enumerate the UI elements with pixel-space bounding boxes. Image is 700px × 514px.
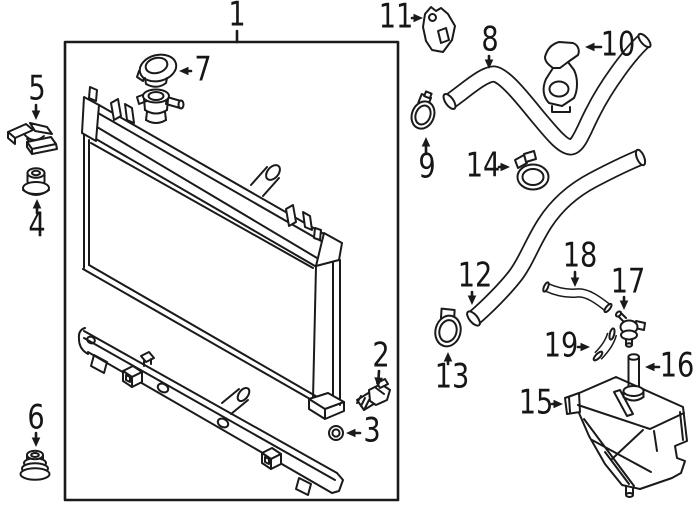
callout-arrowhead-18	[570, 277, 580, 287]
callout-label-1[interactable]: 1	[228, 0, 246, 35]
callout-label-19[interactable]: 19	[543, 325, 579, 366]
callout-label-7[interactable]: 7	[194, 49, 212, 90]
callout-arrowhead-4	[32, 199, 42, 209]
callout-label-4[interactable]: 4	[28, 205, 46, 246]
mount-grommet-lower-illustration	[19, 449, 51, 481]
callout-label-3[interactable]: 3	[363, 410, 381, 451]
callout-label-14[interactable]: 14	[465, 145, 501, 186]
callout-label-5[interactable]: 5	[28, 68, 46, 109]
callout-arrowhead-10	[585, 42, 595, 52]
hose-bracket-illustration	[542, 41, 580, 113]
callout-arrowhead-19	[580, 342, 590, 352]
callout-label-2[interactable]: 2	[372, 335, 390, 376]
callout-label-11[interactable]: 11	[378, 0, 414, 37]
hose-clamp-14-illustration	[514, 150, 550, 191]
callout-arrowhead-11	[413, 13, 423, 23]
callout-label-10[interactable]: 10	[600, 24, 636, 65]
hose-clamp-13-illustration	[434, 307, 462, 348]
callout-label-12[interactable]: 12	[457, 255, 493, 296]
callout-label-17[interactable]: 17	[610, 261, 646, 302]
callout-arrowhead-7	[179, 66, 189, 76]
radiator-cap-illustration	[136, 53, 178, 88]
radiator-illustration	[77, 86, 345, 496]
bracket-clip-illustration	[7, 122, 58, 155]
callout-label-15[interactable]: 15	[518, 382, 554, 423]
callout-arrowhead-13	[443, 352, 453, 362]
callout-label-9[interactable]: 9	[418, 146, 436, 187]
drain-plug-illustration	[356, 378, 391, 411]
callout-arrowhead-16	[645, 362, 655, 372]
callout-arrowhead-9	[421, 137, 431, 147]
callout-arrowhead-8	[484, 59, 494, 69]
callout-label-16[interactable]: 16	[659, 345, 695, 386]
callout-arrowhead-14	[500, 162, 510, 172]
callout-label-13[interactable]: 13	[434, 356, 470, 397]
callout-arrows	[31, 13, 661, 447]
o-ring-illustration	[328, 425, 344, 441]
joint-connector-illustration	[614, 310, 646, 348]
callout-arrowhead-3	[346, 428, 356, 438]
upper-hose-illustration	[442, 32, 652, 156]
bleed-hose-illustration	[542, 281, 613, 314]
callout-arrowhead-15	[553, 399, 563, 409]
callout-arrowhead-6	[31, 437, 41, 447]
callout-arrowhead-17	[619, 300, 629, 310]
reservoir-tank-illustration	[564, 376, 688, 498]
callout-label-8[interactable]: 8	[481, 19, 499, 60]
elbow-hose-illustration	[592, 327, 618, 362]
lower-hose-illustration	[466, 148, 647, 327]
callout-label-6[interactable]: 6	[27, 397, 45, 438]
upper-bracket-illustration	[422, 6, 456, 53]
callout-arrowhead-2	[374, 377, 383, 387]
hose-clamp-9-illustration	[410, 90, 436, 130]
callout-label-18[interactable]: 18	[562, 235, 598, 276]
callout-arrowhead-12	[467, 295, 477, 305]
mount-grommet-upper-illustration	[22, 167, 50, 196]
callout-arrowhead-5	[31, 110, 41, 120]
filler-neck-illustration	[622, 353, 645, 402]
